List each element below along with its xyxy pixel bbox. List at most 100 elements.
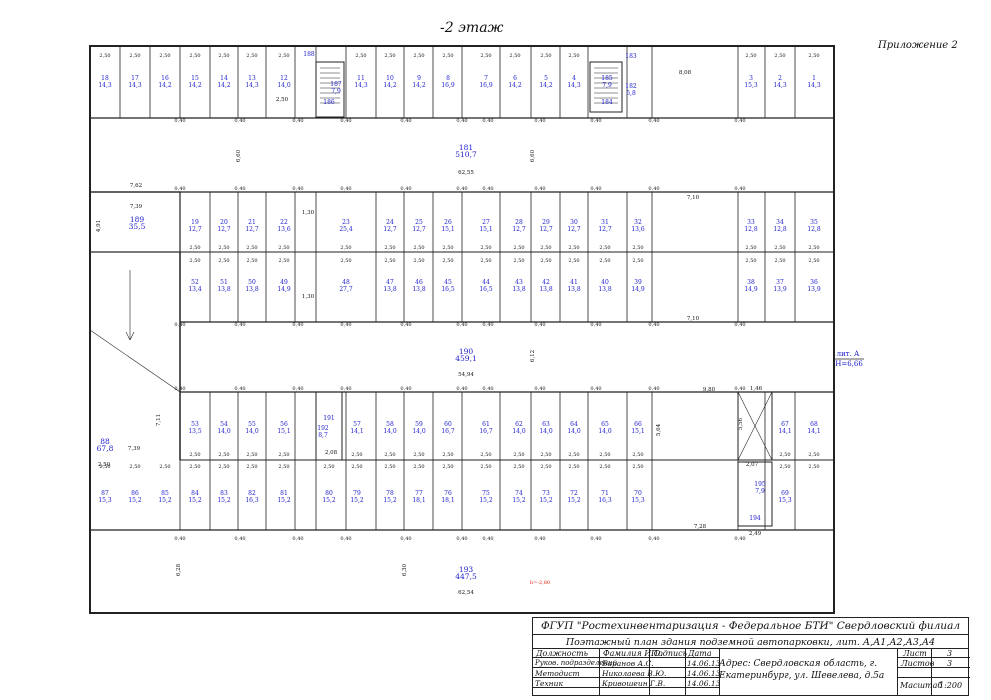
stall-area: 13,8 [512, 286, 526, 293]
dim-label: 2,50 [808, 53, 819, 59]
dim-label: 0,40 [400, 118, 411, 124]
col-sign: Подпись [651, 649, 688, 658]
stall-area: 15,2 [383, 497, 397, 504]
dim-label: 8,08 [679, 70, 692, 76]
stall-number: 86 [131, 490, 139, 497]
stall-number: 56 [280, 421, 288, 428]
dim-label: 0,40 [456, 536, 467, 542]
stall-number: 22 [280, 219, 288, 226]
stall-number: 65 [601, 421, 609, 428]
dim-label: 6,12 [530, 350, 536, 362]
dim-label: 0,40 [590, 386, 601, 392]
ramp-block [737, 391, 773, 461]
stall-number: 74 [515, 490, 523, 497]
stall-number: 51 [220, 279, 228, 286]
stall-area: 12,8 [744, 226, 758, 233]
stall-number: 33 [747, 219, 755, 226]
stall-area: 14,3 [773, 82, 787, 89]
stall-area: 16,7 [441, 428, 455, 435]
dim-label: 2,50 [384, 452, 395, 458]
stall-area: 16,5 [479, 286, 493, 293]
address: Адрес: Свердловская область, г. Екатерин… [719, 659, 885, 681]
room-number: 88 [100, 437, 110, 446]
dim-label: 2,50 [246, 452, 257, 458]
stall-area: 12,7 [539, 226, 553, 233]
dim-label: 2,50 [340, 245, 351, 251]
stall-area: 14,2 [539, 82, 553, 89]
stall-number: 67 [781, 421, 789, 428]
dim-label: 0,40 [400, 322, 411, 328]
stall-number: 44 [482, 279, 490, 286]
stall-number: 2 [778, 75, 782, 82]
dim-label: 2,50 [774, 53, 785, 59]
sheets-label: Листов [901, 659, 935, 668]
stall-area: 14,0 [245, 428, 259, 435]
dim-label: 6,60 [236, 149, 242, 162]
stall-number: 55 [248, 421, 256, 428]
title-block: ФГУП "Ростехинвентаризация - Федеральное… [532, 617, 970, 696]
dim-label: 0,40 [174, 186, 185, 192]
hall-number: 193 [459, 565, 474, 574]
dim-label: 0,40 [590, 186, 601, 192]
stall-area: 14,3 [807, 82, 821, 89]
dim-label: 2,50 [413, 452, 424, 458]
dim-label: 2,50 [278, 53, 289, 59]
stall-number: 53 [191, 421, 199, 428]
stall-number: 19 [191, 219, 199, 226]
stall-area: 13,8 [567, 286, 581, 293]
dim-label: 0,40 [734, 186, 745, 192]
dim-label: 2,50 [779, 452, 790, 458]
dim-label: 2,50 [509, 53, 520, 59]
dim-label: 2,50 [351, 452, 362, 458]
dim-label: 2,50 [442, 53, 453, 59]
dim-label: 2,50 [99, 464, 110, 470]
stall-number: 5 [544, 75, 548, 82]
dim-label: 7,10 [687, 195, 700, 201]
dim-label: 0,40 [734, 322, 745, 328]
stall-number: 71 [601, 490, 609, 497]
stall-area: 14,2 [412, 82, 426, 89]
dim-label: 0,40 [340, 186, 351, 192]
stall-number: 84 [191, 490, 199, 497]
stall-area: 13,8 [412, 286, 426, 293]
dim-label: 2,50 [808, 258, 819, 264]
stall-area: 16,5 [441, 286, 455, 293]
room-area: 67,8 [97, 444, 114, 453]
wall-line [129, 331, 135, 341]
dim-label: 2,50 [189, 53, 200, 59]
stall-area: 15,2 [479, 497, 493, 504]
col-name: Фамилия И.О. [603, 649, 663, 658]
stall-number: 78 [386, 490, 394, 497]
dim-label: 0,40 [340, 386, 351, 392]
stall-number: 28 [515, 219, 523, 226]
stall-area: 15,1 [631, 428, 644, 435]
dim-label: 2,50 [278, 452, 289, 458]
dim-label: 6,60 [530, 149, 536, 162]
stall-number: 62 [515, 421, 523, 428]
stall-area: 18,1 [412, 497, 425, 504]
stall-area: 14,9 [277, 286, 291, 293]
dim-label: 2,50 [480, 258, 491, 264]
dim-label: 0,40 [734, 536, 745, 542]
dim-label: 2,50 [568, 452, 579, 458]
dim-label: 2,50 [276, 97, 289, 103]
stall-area: 16,7 [479, 428, 493, 435]
stall-number: 9 [417, 75, 421, 82]
stall-number: 46 [415, 279, 423, 286]
dim-label: 2,50 [480, 53, 491, 59]
dim-label: 2,50 [442, 452, 453, 458]
dim-label: 2,49 [749, 531, 762, 537]
col-date: Дата [688, 649, 712, 658]
dim-label: 2,50 [246, 464, 257, 470]
room-area: 35,5 [129, 222, 146, 231]
dim-label: 62,55 [458, 170, 474, 176]
stall-number: 77 [415, 490, 423, 497]
dim-label: 2,50 [278, 464, 289, 470]
dim-label: 0,40 [482, 386, 493, 392]
stall-area: 14,2 [188, 82, 202, 89]
dim-label: 2,50 [568, 53, 579, 59]
dim-label: 2,50 [384, 53, 395, 59]
service-number: 195 [754, 481, 766, 488]
stall-area: 13,5 [188, 428, 202, 435]
